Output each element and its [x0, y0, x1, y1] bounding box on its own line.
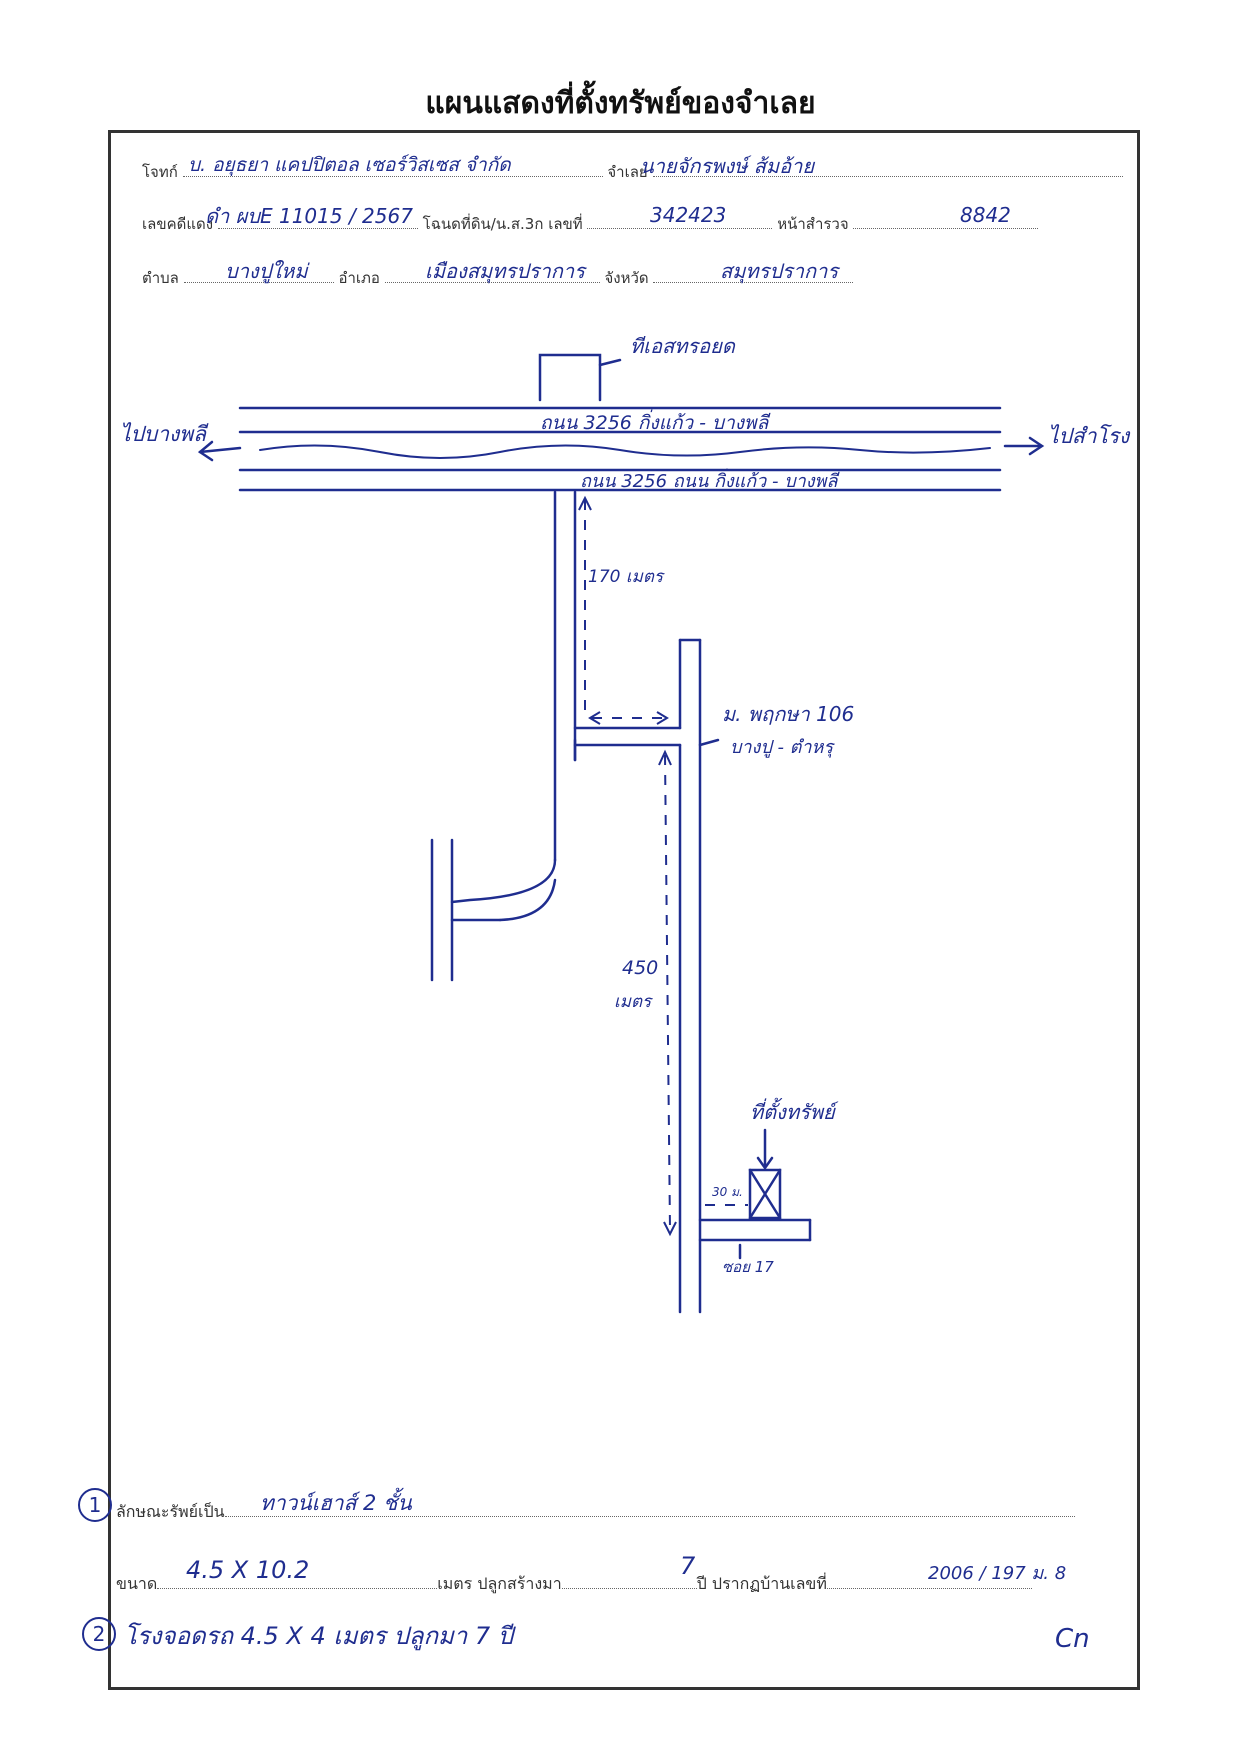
plaintiff-label: โจทก์	[142, 163, 178, 181]
village-pointer	[698, 738, 720, 747]
page-value: 8842	[960, 203, 1011, 227]
road-label-bottom: ถนน 3256 ถนน กิ่งแก้ว - บางพลี	[580, 471, 838, 492]
built-label: เมตร ปลูกสร้างมา	[437, 1574, 562, 1593]
road-median	[259, 444, 991, 459]
page-label: หน้าสำรวจ	[777, 215, 849, 233]
size-line	[157, 1588, 438, 1589]
subdistrict-value: บางปูใหม่	[225, 259, 308, 283]
property-label: ที่ตั้งทรัพย์	[750, 1100, 835, 1124]
province-label: จังหวัด	[604, 269, 649, 287]
deed-line	[587, 228, 773, 229]
case-line	[217, 228, 418, 229]
soi-label: ซอย 17	[722, 1258, 774, 1276]
header-row-case: เลขคดีแดง โฉนดที่ดิน/น.ส.3ก เลขที่ หน้าส…	[142, 212, 1039, 236]
subdistrict-label: ตำบล	[142, 269, 179, 287]
arrow-left-head	[197, 440, 214, 462]
arrow-right-head	[1028, 436, 1045, 456]
side-road-curve-outer	[450, 858, 557, 904]
district-value: เมืองสมุทรปราการ	[425, 259, 585, 283]
item-1-row: ลักษณะรัพย์เป็น	[116, 1500, 1075, 1525]
house-label: ปี ปรากฏบ้านเลขที่	[696, 1574, 827, 1593]
size-value: 4.5 X 10.2	[186, 1556, 310, 1584]
header-row-plaintiff: โจทก์ จำเลย	[142, 160, 1123, 184]
signature: Cn	[1055, 1624, 1090, 1654]
house-value: 2006 / 197 ม. 8	[928, 1563, 1067, 1584]
distance-2-line	[664, 754, 671, 1231]
distance-3-label: 30 ม.	[712, 1185, 743, 1199]
item-1-label: ลักษณะรัพย์เป็น	[116, 1502, 225, 1521]
distance-1-label: 170 เมตร	[588, 567, 664, 587]
landmark-pointer	[598, 358, 622, 367]
defendant-label: จำเลย	[607, 163, 648, 181]
distance-2-number: 450	[622, 957, 659, 979]
village-label: ม. พฤกษา 106	[722, 702, 855, 726]
defendant-line	[652, 176, 1123, 177]
deed-value: 342423	[650, 203, 727, 227]
header-row-location: ตำบล อำเภอ จังหวัด	[142, 266, 854, 290]
item-1-marker: 1	[78, 1488, 112, 1522]
size-label: ขนาด	[116, 1574, 158, 1593]
subdistrict-line	[183, 282, 334, 283]
page-line	[853, 228, 1039, 229]
province-line	[653, 282, 854, 283]
province-value: สมุทรปราการ	[720, 259, 839, 283]
district-label: อำเภอ	[338, 269, 380, 287]
size-row: ขนาด เมตร ปลูกสร้างมา ปี ปรากฏบ้านเลขที่	[116, 1572, 1032, 1597]
landmark-label: ทีเอสทรอยด	[630, 334, 735, 358]
landmark-building	[538, 353, 602, 402]
road-label-top: ถนน 3256 กิ่งแก้ว - บางพลี	[540, 412, 769, 434]
item-2-value: โรงจอดรถ 4.5 X 4 เมตร ปลูกมา 7 ปี	[124, 1622, 514, 1650]
document-frame	[108, 130, 1140, 1690]
side-road-curve-inner	[498, 878, 557, 922]
built-line	[561, 1588, 697, 1589]
page-title: แผนแสดงที่ตั้งทรัพย์ของจำเลย	[425, 86, 816, 121]
house-line	[826, 1588, 1032, 1589]
item-1-line	[224, 1516, 1075, 1517]
case-value: ดำ ผบE 11015 / 2567	[205, 204, 413, 228]
plaintiff-value: บ. อยุธยา แคปปิตอล เซอร์วิสเซส จำกัด	[188, 154, 511, 176]
item-1-value: ทาวน์เฮาส์ 2 ชั้น	[260, 1491, 412, 1515]
distance-2-unit: เมตร	[614, 992, 652, 1012]
right-direction-label: ไปสำโรง	[1048, 424, 1130, 448]
item-2-marker: 2	[82, 1617, 116, 1651]
built-value: 7	[680, 1552, 696, 1580]
plaintiff-line	[182, 176, 603, 177]
case-label: เลขคดีแดง	[142, 215, 214, 233]
arrow-left-line	[198, 446, 242, 454]
deed-label: โฉนดที่ดิน/น.ส.3ก เลขที่	[422, 215, 583, 233]
district-line	[384, 282, 600, 283]
village-area-label: บางปู - ตำหรุ	[730, 737, 834, 758]
left-direction-label: ไปบางพลี	[120, 422, 206, 446]
defendant-value: นายจักรพงษ์ ส้มอ้าย	[640, 154, 815, 178]
